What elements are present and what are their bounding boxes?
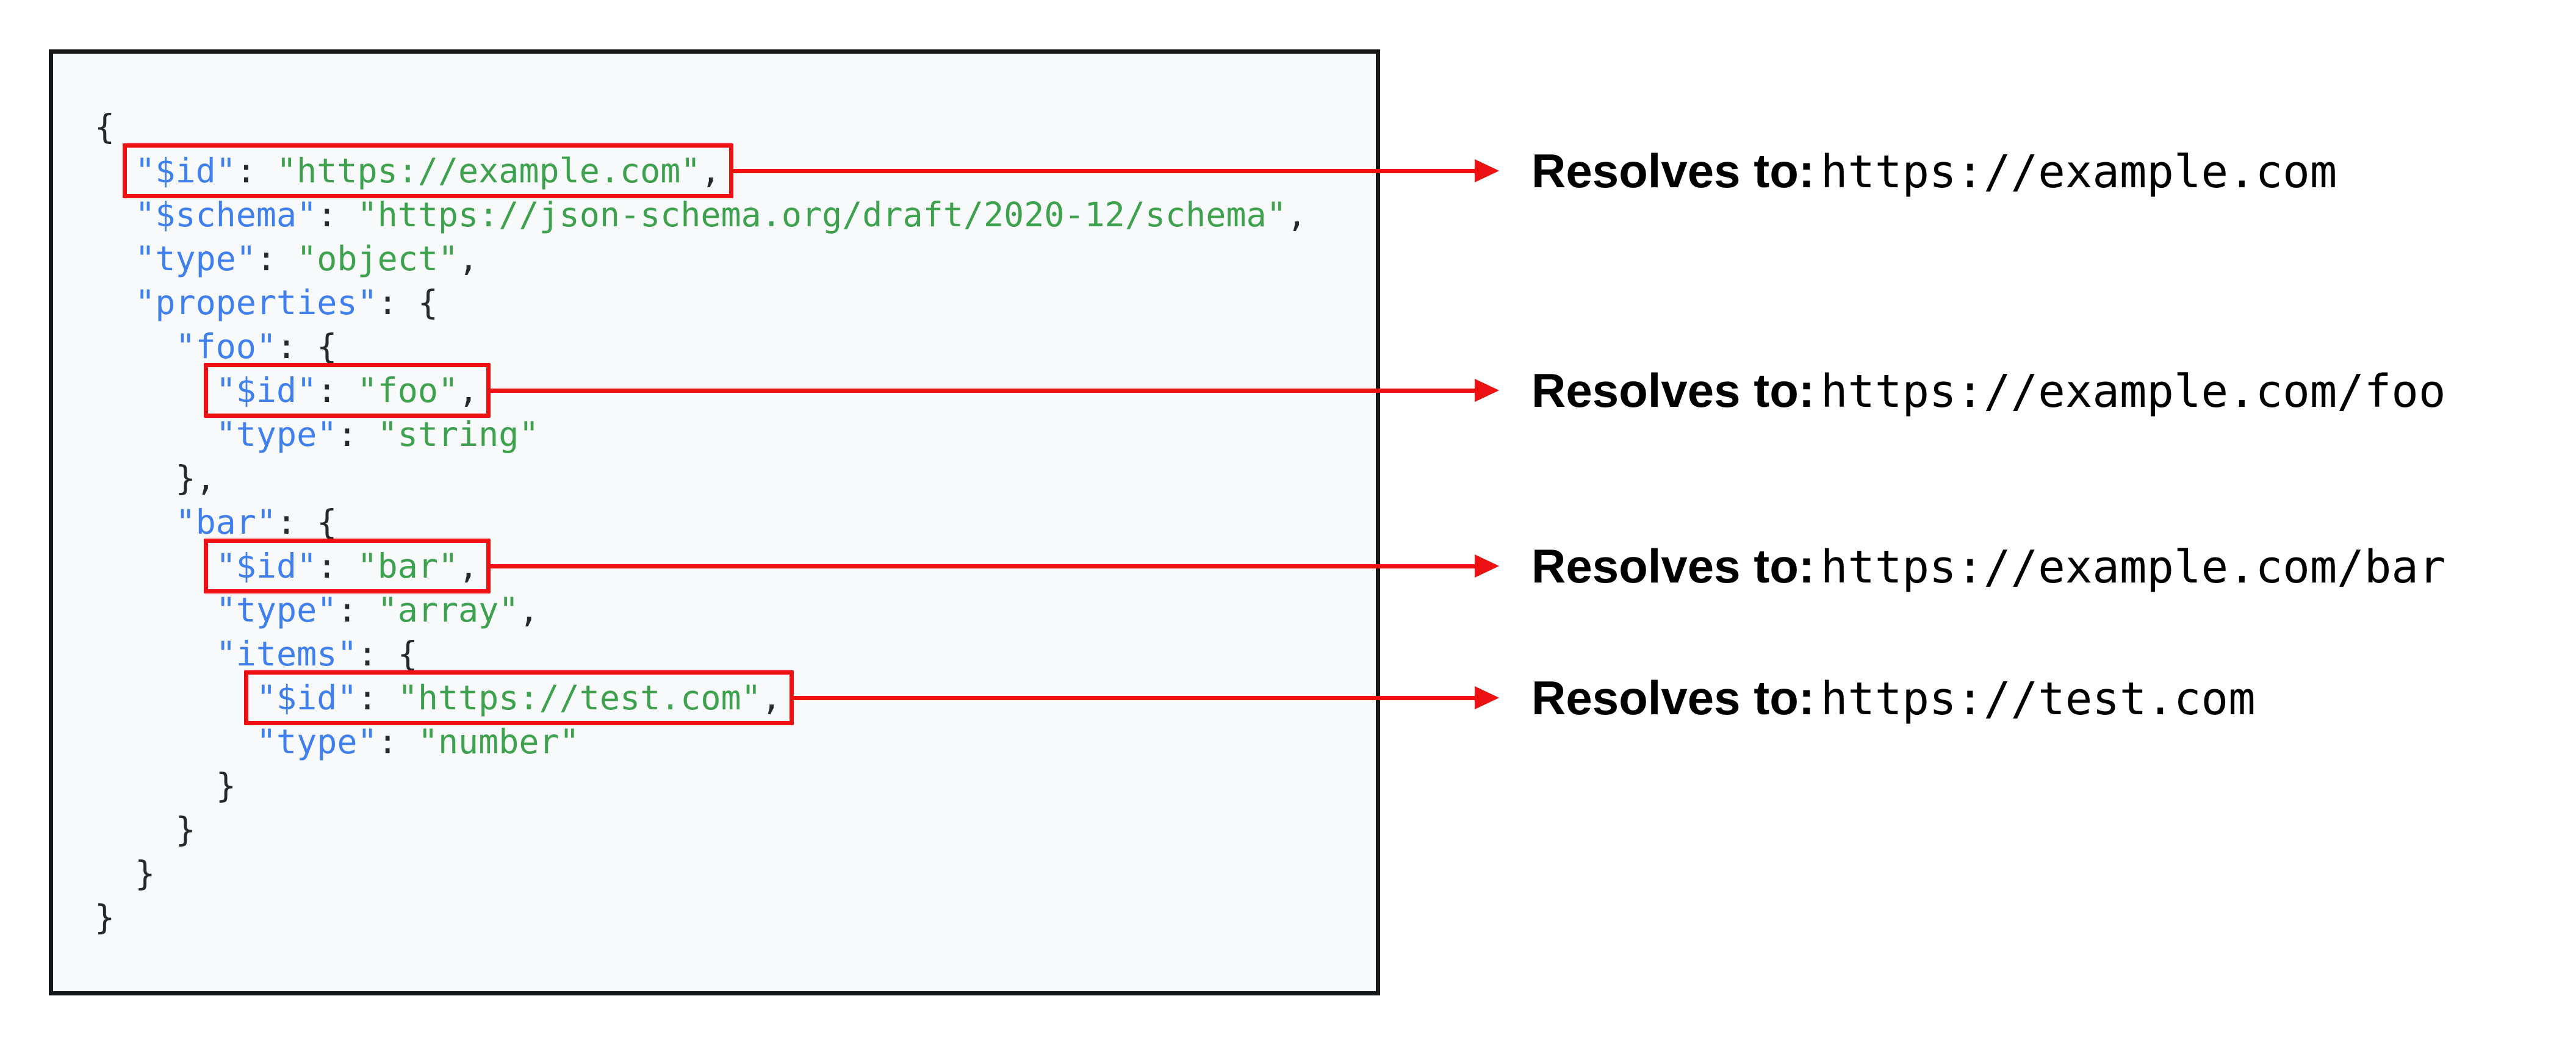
- code-token-str: "number": [417, 722, 580, 761]
- code-token-punc: :: [236, 151, 277, 190]
- code-token-punc: ,: [1286, 195, 1307, 234]
- code-token-str: "string": [377, 415, 539, 454]
- code-token-str: "array": [377, 590, 519, 629]
- resolves-to-annotation: Resolves to:https://example.com: [1531, 143, 2337, 199]
- code-token-str: "bar": [357, 547, 459, 586]
- code-line: "type": "number": [95, 720, 1358, 764]
- code-token-punc: {: [95, 107, 115, 146]
- arrow-head-icon: [1475, 686, 1499, 709]
- code-line: "$id": "bar",: [95, 539, 1358, 593]
- code-token-str: "foo": [357, 371, 459, 410]
- code-token-punc: : {: [276, 327, 337, 366]
- code-line: "properties": {: [95, 281, 1358, 324]
- code-line: "type": "string": [95, 412, 1358, 456]
- code-token-punc: ,: [519, 590, 539, 629]
- code-token-punc: }: [175, 810, 196, 849]
- arrow-line: [491, 564, 1477, 568]
- code-line: }: [95, 851, 1358, 895]
- code-token-str: "object": [297, 239, 459, 278]
- code-token-punc: : {: [276, 503, 337, 542]
- code-token-key: "type": [215, 415, 337, 454]
- code-line: "type": "object",: [95, 237, 1358, 281]
- code-line: }: [95, 808, 1358, 851]
- code-token-key: "$id": [215, 371, 317, 410]
- resolves-to-annotation: Resolves to:https://example.com/foo: [1531, 363, 2446, 418]
- resolves-to-annotation: Resolves to:https://example.com/bar: [1531, 539, 2446, 594]
- code-token-str: "https://example.com": [276, 151, 701, 190]
- arrow-head-icon: [1475, 379, 1499, 402]
- code-token-key: "type": [215, 590, 337, 629]
- code-line: "$schema": "https://json-schema.org/draf…: [95, 193, 1358, 237]
- resolves-to-label: Resolves to:: [1531, 144, 1815, 198]
- id-highlight-box: "$id": "foo",: [203, 363, 491, 418]
- code-token-key: "foo": [175, 327, 277, 366]
- code-token-key: "$id": [256, 678, 358, 717]
- resolves-to-label: Resolves to:: [1531, 539, 1815, 593]
- code-line: "type": "array",: [95, 588, 1358, 632]
- code-token-str: "https://json-schema.org/draft/2020-12/s…: [357, 195, 1287, 234]
- code-line: "$id": "https://test.com",: [95, 670, 1358, 725]
- code-line: {: [95, 105, 1358, 149]
- code-token-punc: : {: [357, 634, 418, 673]
- code-token-punc: :: [357, 678, 398, 717]
- code-token-punc: :: [317, 371, 358, 410]
- code-token-punc: }: [95, 898, 115, 937]
- code-token-key: "bar": [175, 503, 277, 542]
- code-token-punc: ,: [761, 678, 782, 717]
- code-token-punc: }: [215, 766, 236, 805]
- code-token-punc: ,: [458, 547, 479, 586]
- arrow-line: [733, 169, 1477, 173]
- code-token-key: "$schema": [135, 195, 317, 234]
- resolved-uri-value: https://example.com/foo: [1820, 365, 2446, 418]
- code-line: "foo": {: [95, 324, 1358, 368]
- resolves-to-label: Resolves to:: [1531, 671, 1815, 725]
- arrow-line: [491, 389, 1477, 393]
- code-token-key: "$id": [135, 151, 236, 190]
- code-token-key: "type": [135, 239, 256, 278]
- code-token-punc: },: [175, 459, 216, 498]
- resolved-uri-value: https://example.com: [1820, 146, 2337, 198]
- code-token-punc: :: [337, 590, 378, 629]
- code-token-key: "items": [215, 634, 358, 673]
- arrow-line: [794, 696, 1477, 700]
- code-token-punc: : {: [377, 283, 438, 322]
- resolves-to-annotation: Resolves to:https://test.com: [1531, 670, 2256, 726]
- code-line: "bar": {: [95, 500, 1358, 544]
- code-token-punc: :: [337, 415, 378, 454]
- code-line: "items": {: [95, 632, 1358, 676]
- code-line: },: [95, 456, 1358, 500]
- code-token-punc: :: [317, 547, 358, 586]
- code-token-punc: ,: [458, 239, 479, 278]
- code-token-punc: ,: [458, 371, 479, 410]
- arrow-head-icon: [1475, 554, 1499, 578]
- code-token-key: "type": [256, 722, 378, 761]
- code-block: { "$id": "https://example.com", "$schema…: [53, 54, 1376, 958]
- code-token-key: "$id": [215, 547, 317, 586]
- id-highlight-box: "$id": "bar",: [203, 539, 491, 593]
- code-token-punc: :: [377, 722, 418, 761]
- id-highlight-box: "$id": "https://example.com",: [123, 143, 733, 198]
- code-token-punc: ,: [700, 151, 721, 190]
- resolves-to-label: Resolves to:: [1531, 364, 1815, 417]
- arrow-head-icon: [1475, 159, 1499, 182]
- code-line: "$id": "https://example.com",: [95, 143, 1358, 198]
- resolved-uri-value: https://test.com: [1820, 673, 2256, 725]
- code-line: }: [95, 764, 1358, 808]
- code-line: }: [95, 895, 1358, 939]
- id-highlight-box: "$id": "https://test.com",: [243, 670, 794, 725]
- code-token-punc: }: [135, 854, 156, 893]
- code-token-punc: :: [256, 239, 297, 278]
- resolved-uri-value: https://example.com/bar: [1820, 541, 2446, 593]
- json-schema-code-panel: { "$id": "https://example.com", "$schema…: [49, 49, 1380, 995]
- code-token-str: "https://test.com": [397, 678, 761, 717]
- code-token-punc: :: [317, 195, 358, 234]
- code-token-key: "properties": [135, 283, 378, 322]
- code-line: "$id": "foo",: [95, 363, 1358, 418]
